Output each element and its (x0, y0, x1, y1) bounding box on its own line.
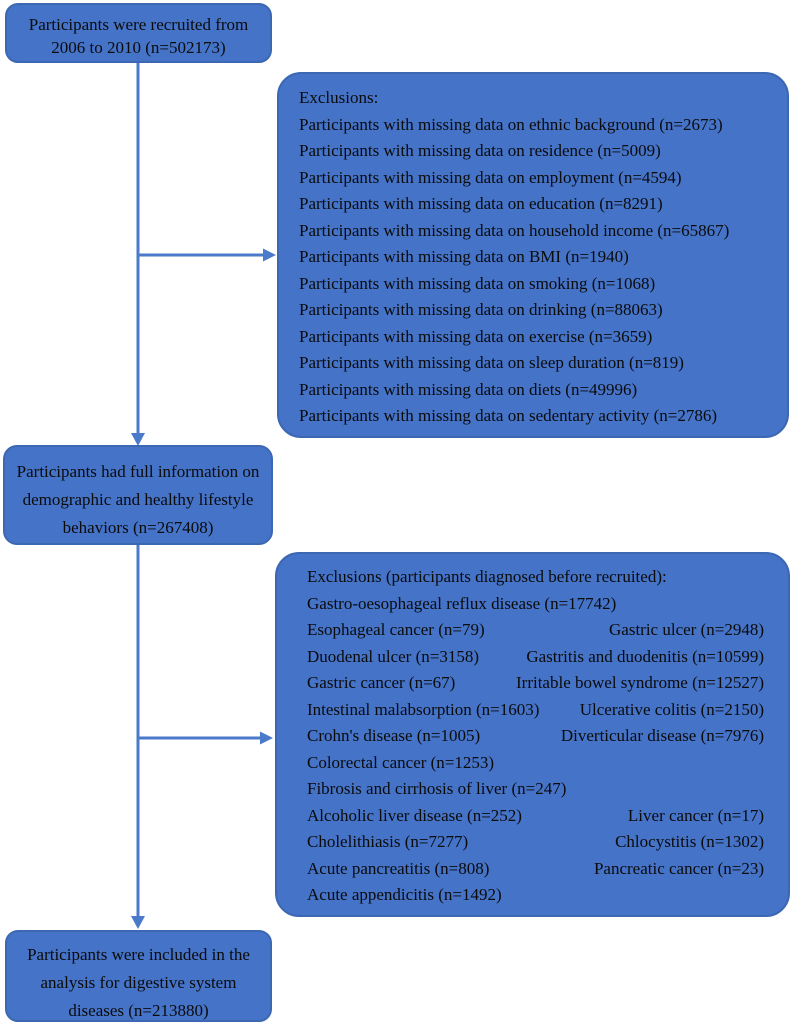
exclusion-item-left: Cholelithiasis (n=7277) (307, 832, 469, 851)
exclusion-row: Intestinal malabsorption (n=1603) Ulcera… (307, 697, 764, 724)
box-text-line: Participants were included in the (27, 945, 250, 964)
box-exclusions-missing-data: Exclusions: Participants with missing da… (277, 72, 789, 438)
exclusion-row: Acute appendicitis (n=1492) (307, 882, 764, 909)
exclusion-item-right: Ulcerative colitis (n=2150) (579, 699, 764, 719)
exclusion-row: Cholelithiasis (n=7277) Chlocystitis (n=… (307, 829, 764, 856)
exclusion-row: Fibrosis and cirrhosis of liver (n=247) (307, 776, 764, 803)
exclusion-item-right: Gastric ulcer (n=2948) (609, 620, 764, 639)
exclusion-item-right: Irritable bowel syndrome (n=12527) (516, 673, 764, 692)
exclusion-item-left: Intestinal malabsorption (n=1603) (307, 699, 540, 719)
exclusion-item: Participants with missing data on ethnic… (299, 114, 723, 134)
exclusion-item: Participants with missing data on drinki… (299, 300, 663, 319)
exclusion-item: Participants with missing data on sedent… (299, 406, 717, 425)
exclusion-item: Participants with missing data on exerci… (299, 326, 653, 346)
arrow-recruited-to-fullinfo (131, 63, 145, 446)
exclusions-2-title: Exclusions (participants diagnosed befor… (307, 567, 667, 586)
exclusion-item-right: Diverticular disease (n=7976) (560, 726, 764, 745)
box-text-line: Participants had full information on (16, 462, 260, 481)
exclusion-item-right: Gastritis and duodenitis (n=10599) (526, 646, 764, 666)
exclusion-item-left: Gastric cancer (n=67) (307, 673, 456, 692)
box-included-in-analysis: Participants were included in the analysi… (5, 930, 272, 1022)
box-exclusions-diagnosed-before-recruited: Exclusions (participants diagnosed befor… (275, 552, 790, 917)
exclusion-item: Participants with missing data on sleep … (299, 353, 684, 372)
exclusion-item-left: Alcoholic liver disease (n=252) (307, 805, 522, 825)
exclusion-item-right: Liver cancer (n=17) (627, 805, 764, 825)
exclusion-row: Gastric cancer (n=67) Irritable bowel sy… (307, 670, 764, 697)
exclusion-item: Participants with missing data on BMI (n… (299, 247, 629, 266)
exclusion-item: Participants with missing data on reside… (299, 141, 661, 160)
exclusion-item: Participants with missing data on diets … (299, 379, 638, 399)
box-text-line: diseases (n=213880) (68, 1001, 209, 1020)
exclusion-item: Participants with missing data on smokin… (299, 273, 656, 293)
exclusion-row: Acute pancreatitis (n=808) Pancreatic ca… (307, 856, 764, 883)
exclusion-item: Participants with missing data on educat… (299, 194, 663, 213)
box-text-line: behaviors (n=267408) (62, 518, 214, 537)
exclusion-item-left: Fibrosis and cirrhosis of liver (n=247) (307, 779, 567, 798)
arrow-branch-to-exclusions-2 (138, 731, 273, 745)
exclusion-item-right: Chlocystitis (n=1302) (615, 832, 764, 851)
box-full-information: Participants had full information on demo… (3, 445, 273, 545)
exclusion-item-left: Esophageal cancer (n=79) (307, 620, 485, 639)
exclusion-item: Participants with missing data on househ… (299, 220, 730, 240)
exclusion-item-left: Crohn's disease (n=1005) (307, 726, 481, 745)
box-text-line: analysis for digestive system (40, 973, 237, 992)
arrow-branch-to-exclusions-1 (138, 248, 276, 262)
box-text-line: Participants were recruited from (28, 15, 249, 34)
exclusion-item-left: Gastro-oesophageal reflux disease (n=177… (307, 593, 617, 613)
box-text-line: 2006 to 2010 (n=502173) (51, 38, 226, 57)
exclusion-row: Gastro-oesophageal reflux disease (n=177… (307, 591, 764, 618)
exclusion-item-left: Duodenal ulcer (n=3158) (307, 646, 479, 666)
box-recruited: Participants were recruited from 2006 to … (5, 3, 272, 63)
exclusion-item-left: Colorectal cancer (n=1253) (307, 752, 495, 772)
exclusion-row: Alcoholic liver disease (n=252) Liver ca… (307, 803, 764, 830)
box-text-line: demographic and healthy lifestyle (22, 490, 254, 509)
exclusion-item-left: Acute appendicitis (n=1492) (307, 885, 502, 904)
exclusion-row: Duodenal ulcer (n=3158) Gastritis and du… (307, 644, 764, 671)
exclusions-1-list: Participants with missing data on ethnic… (299, 112, 769, 430)
exclusion-row: Crohn's disease (n=1005) Diverticular di… (307, 723, 764, 750)
exclusion-row: Esophageal cancer (n=79) Gastric ulcer (… (307, 617, 764, 644)
exclusion-item: Participants with missing data on employ… (299, 167, 682, 187)
exclusion-item-left: Acute pancreatitis (n=808) (307, 858, 490, 878)
exclusions-2-list: Gastro-oesophageal reflux disease (n=177… (307, 591, 764, 909)
arrow-fullinfo-to-included (131, 545, 145, 929)
exclusion-item-right: Pancreatic cancer (n=23) (593, 858, 764, 878)
exclusions-1-title: Exclusions: (299, 88, 379, 107)
exclusion-row: Colorectal cancer (n=1253) (307, 750, 764, 777)
